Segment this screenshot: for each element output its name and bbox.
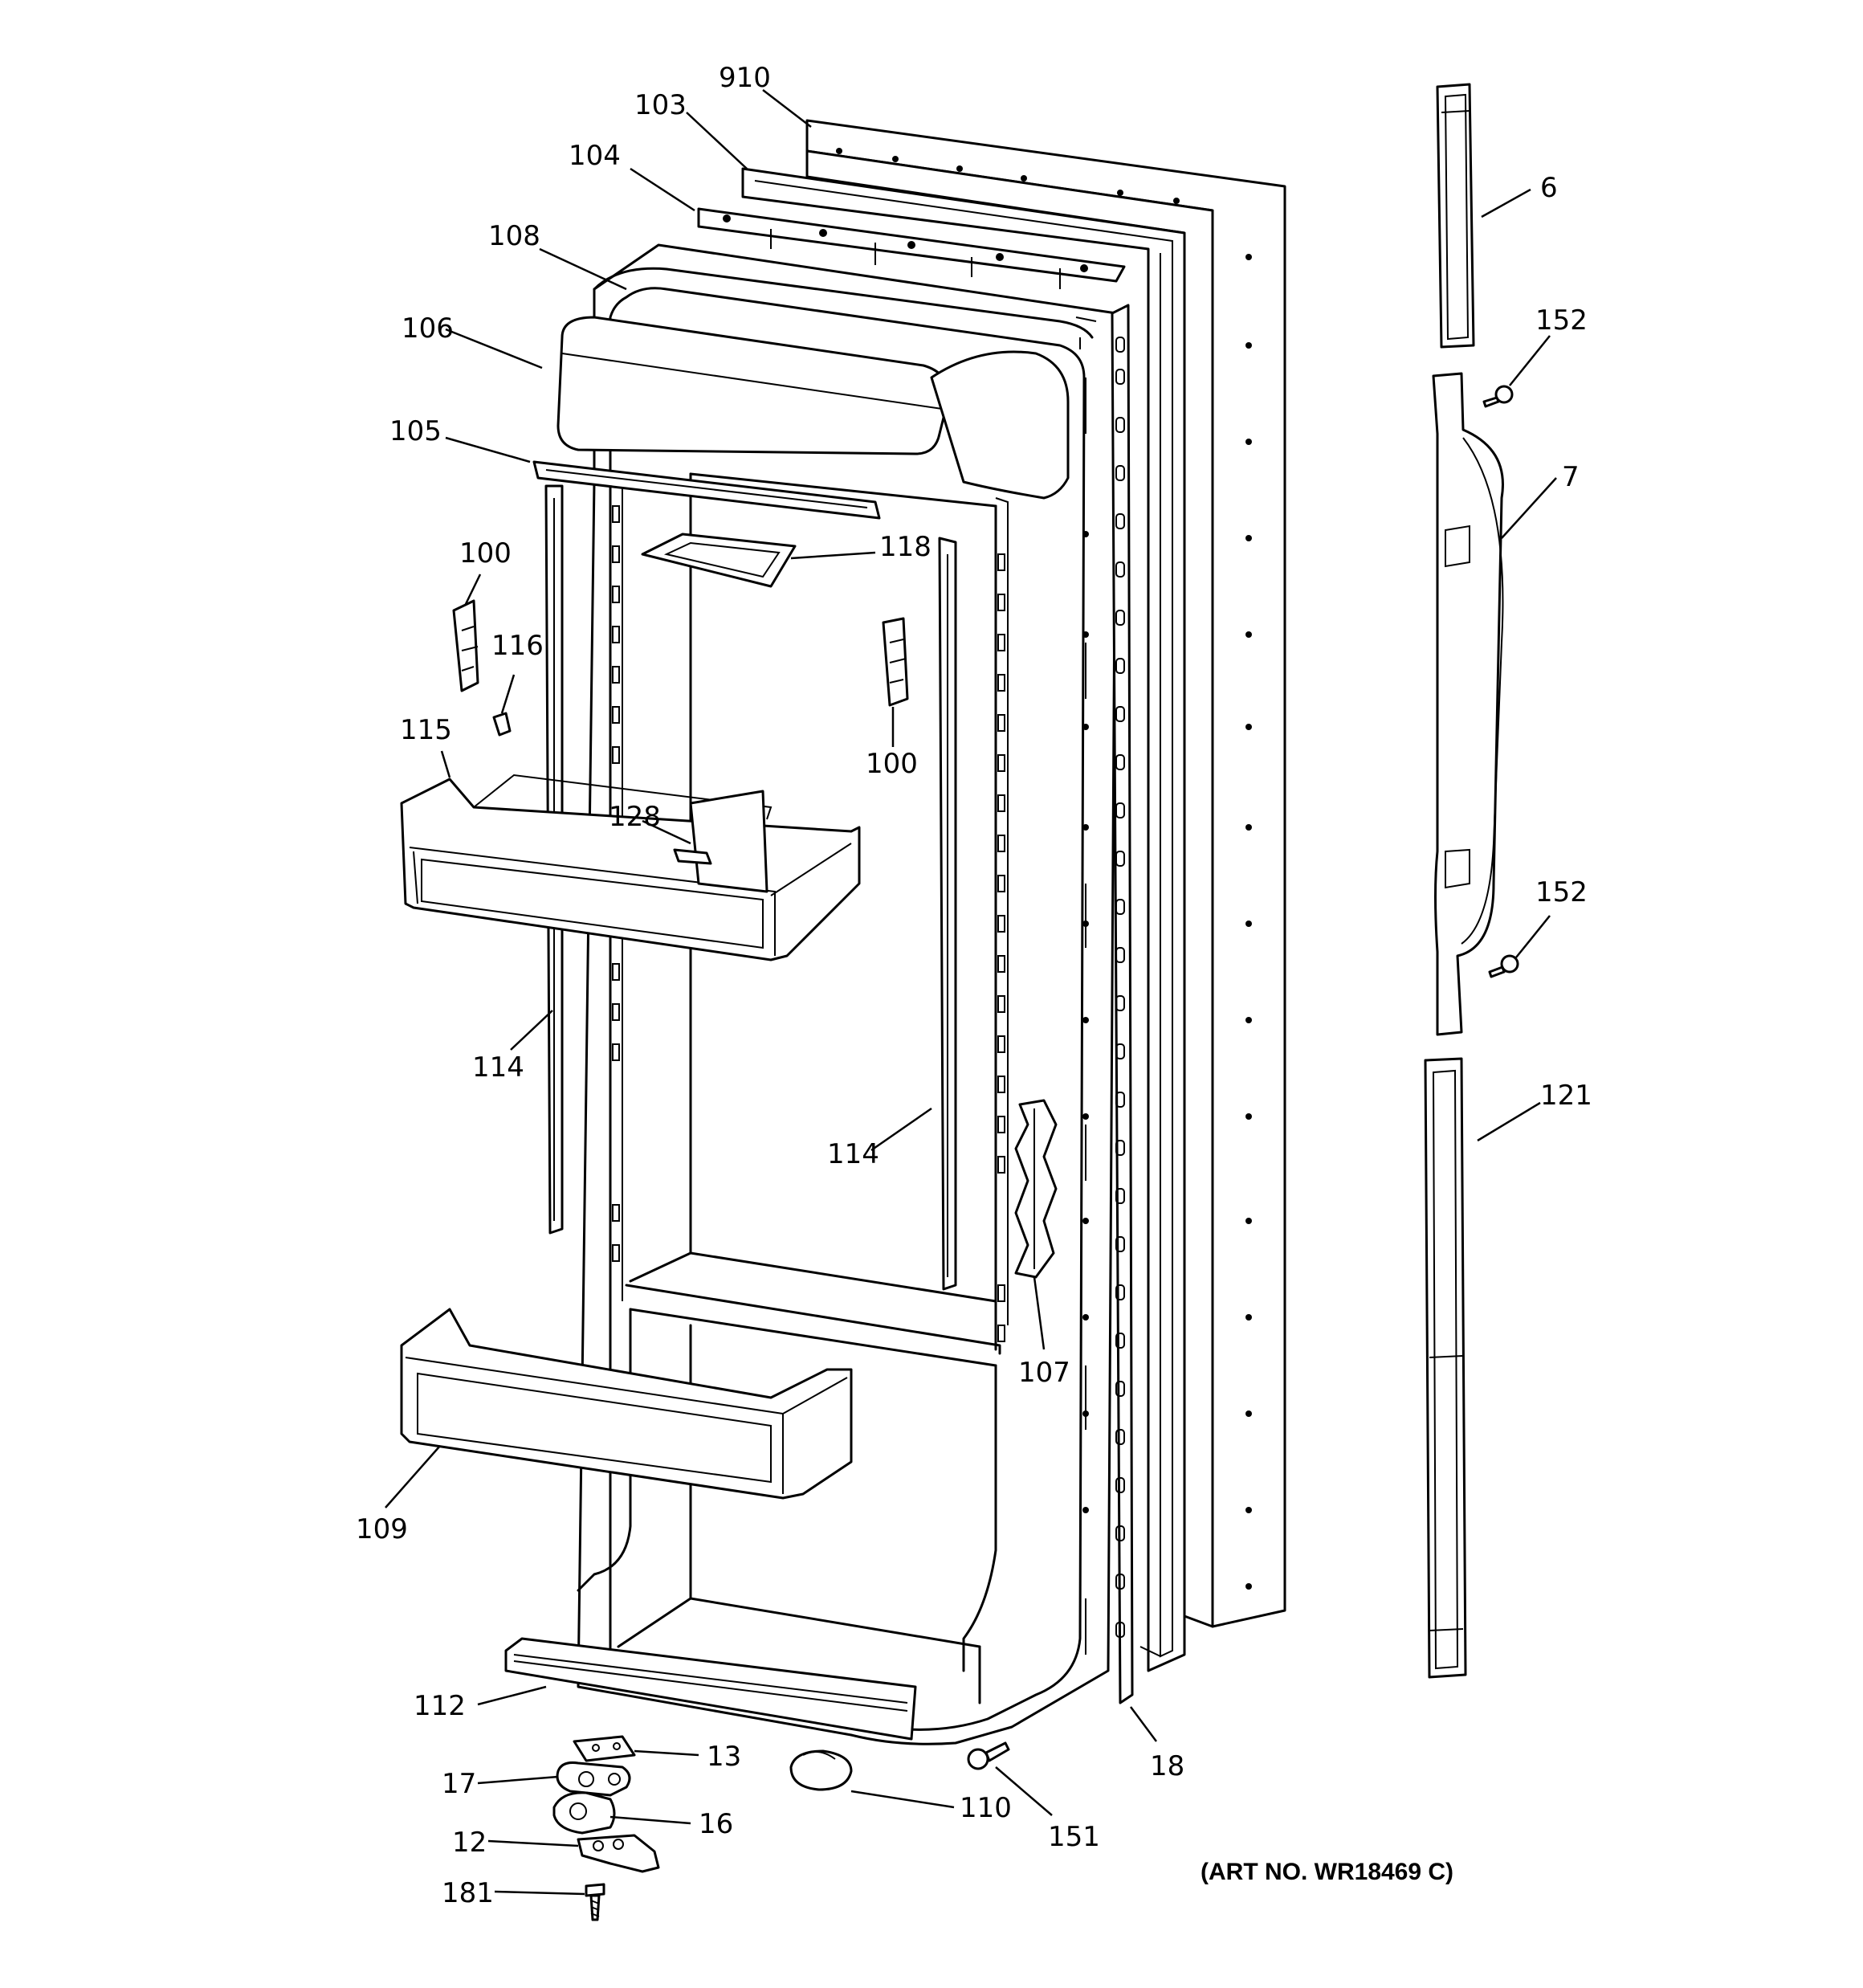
door-bin-lower (400, 1308, 853, 1500)
dairy-door-trim (532, 460, 881, 520)
callout-18: 18 (1150, 1750, 1184, 1782)
hinge-bracket-12 (577, 1834, 660, 1873)
door-handle (1432, 372, 1504, 1036)
callout-152-lower: 152 (1535, 876, 1588, 908)
callout-121: 121 (1540, 1080, 1592, 1112)
callout-152-upper: 152 (1535, 304, 1588, 337)
door-gasket (741, 167, 1186, 1672)
shelf-rail-right (938, 537, 957, 1291)
small-clip (492, 712, 512, 737)
bottom-bin-trim (504, 1637, 917, 1741)
shelf-support-clip-left (452, 599, 479, 692)
handle-screw-upper (1482, 385, 1514, 408)
callout-114-right: 114 (827, 1138, 879, 1170)
callout-181: 181 (442, 1877, 494, 1909)
door-inner-liner (577, 243, 1118, 1745)
handle-screw-lower (1488, 954, 1519, 978)
callout-16: 16 (699, 1808, 733, 1840)
callout-103: 103 (634, 89, 687, 121)
door-bin-upper (400, 774, 861, 961)
callout-105: 105 (389, 415, 442, 447)
callout-labels: 910 103 104 108 106 105 118 100 116 100 … (356, 62, 1592, 1909)
callout-128: 128 (609, 801, 661, 833)
art-number: (ART NO. WR18469 C) (1201, 1859, 1453, 1885)
shelf-support-clip-right (882, 617, 909, 707)
callout-116: 116 (491, 630, 544, 662)
callout-6: 6 (1540, 172, 1558, 204)
hinge-plate-13 (573, 1735, 636, 1762)
callout-110: 110 (960, 1792, 1012, 1824)
leader-lines (385, 89, 1557, 1896)
callout-7: 7 (1562, 461, 1580, 493)
callout-910: 910 (719, 62, 771, 94)
callout-151: 151 (1048, 1821, 1100, 1853)
top-trim-bar (697, 207, 1126, 289)
callout-100-right: 100 (866, 748, 918, 780)
callout-100-left: 100 (459, 537, 512, 569)
callout-108: 108 (488, 220, 540, 252)
hinge-cam-16 (552, 1791, 616, 1835)
hinge-screw-181 (585, 1883, 605, 1921)
callout-109: 109 (356, 1513, 408, 1545)
callout-115: 115 (400, 714, 452, 746)
callout-17: 17 (442, 1768, 476, 1800)
callout-112: 112 (414, 1690, 466, 1722)
callout-106: 106 (402, 312, 454, 345)
handle-bottom-cap (1424, 1057, 1467, 1679)
hinge-shim-17 (556, 1761, 631, 1797)
callout-107: 107 (1018, 1357, 1070, 1389)
door-stop-110 (789, 1749, 853, 1791)
top-dairy-cover (556, 316, 1070, 500)
shelf-clip-tray (641, 533, 797, 588)
screw-151 (967, 1741, 1010, 1770)
hinge-side-strip (1111, 304, 1134, 1704)
callout-104: 104 (569, 140, 621, 172)
callout-13: 13 (707, 1741, 741, 1773)
callout-118: 118 (879, 531, 932, 563)
handle-top-cap (1436, 83, 1475, 349)
callout-114-left: 114 (472, 1051, 524, 1084)
callout-12: 12 (452, 1827, 487, 1859)
mullion-insert (1014, 1099, 1058, 1279)
